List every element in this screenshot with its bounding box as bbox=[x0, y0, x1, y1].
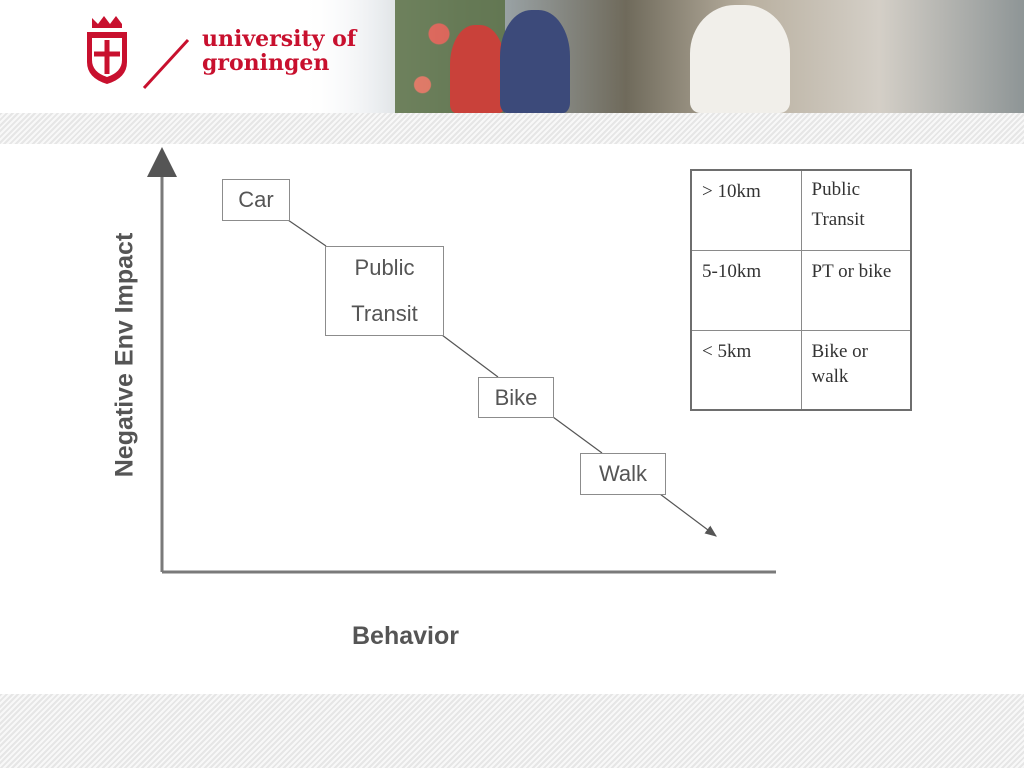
header-banner: university of groningen bbox=[0, 0, 1024, 113]
photo-person bbox=[500, 10, 570, 113]
connector-transit-bike bbox=[441, 334, 499, 378]
university-shield-icon bbox=[87, 16, 127, 84]
node-bike: Bike bbox=[478, 377, 554, 418]
header-photo bbox=[300, 0, 1024, 113]
x-axis-label: Behavior bbox=[352, 622, 459, 650]
top-hatched-band bbox=[0, 113, 1024, 144]
connector-car-transit bbox=[287, 219, 327, 247]
connector-bike-walk bbox=[552, 416, 603, 454]
table-row: > 10km Public Transit bbox=[690, 169, 912, 251]
table-cell-mode: Bike or walk bbox=[800, 329, 912, 411]
table-cell-distance: 5-10km bbox=[690, 249, 802, 331]
node-public-transit: Public Transit bbox=[325, 246, 444, 336]
photo-person bbox=[450, 25, 505, 113]
table-row: < 5km Bike or walk bbox=[690, 329, 912, 411]
distance-mode-table: > 10km Public Transit 5-10km PT or bike … bbox=[690, 169, 912, 411]
table-cell-mode: PT or bike bbox=[800, 249, 912, 331]
logo-divider-slash bbox=[142, 38, 190, 90]
node-car: Car bbox=[222, 179, 290, 221]
table-cell-distance: < 5km bbox=[690, 329, 802, 411]
table-cell-mode: Public Transit bbox=[800, 169, 912, 251]
bottom-hatched-band bbox=[0, 694, 1024, 768]
node-walk: Walk bbox=[580, 453, 666, 495]
table-cell-distance: > 10km bbox=[690, 169, 802, 251]
trend-arrow bbox=[659, 493, 717, 537]
photo-person bbox=[690, 5, 790, 113]
y-axis-label: Negative Env Impact bbox=[110, 232, 139, 478]
university-name: university of groningen bbox=[202, 26, 357, 76]
table-row: 5-10km PT or bike bbox=[690, 249, 912, 331]
